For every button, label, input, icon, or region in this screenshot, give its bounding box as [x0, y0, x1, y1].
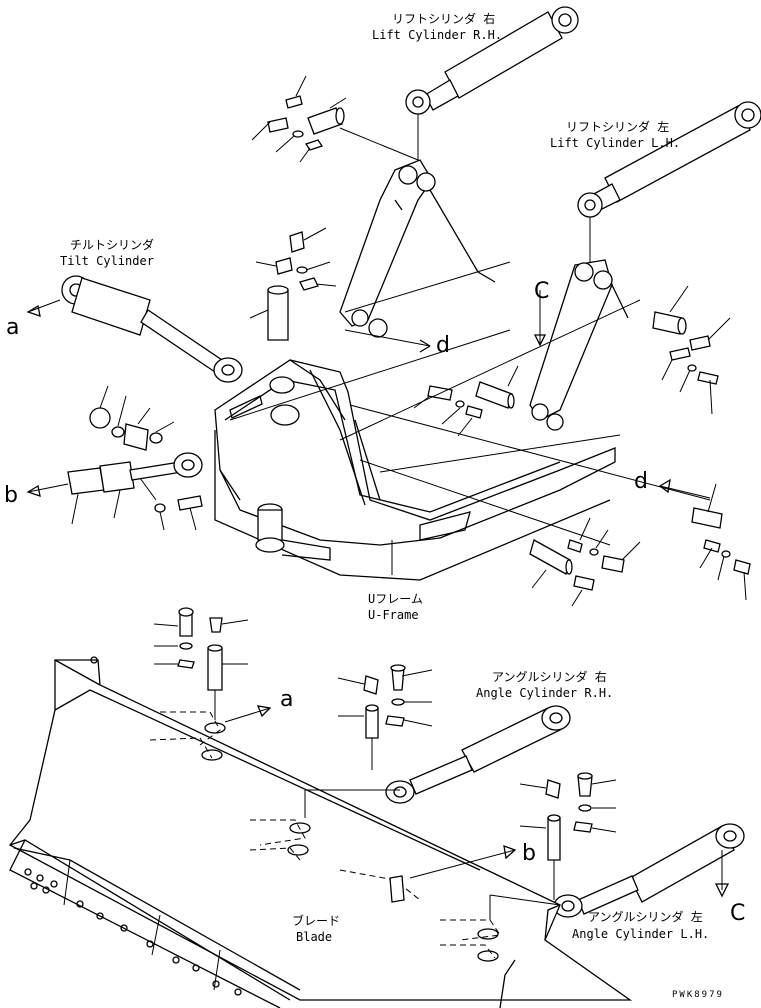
uframe-jp-label: Uフレーム: [368, 592, 423, 606]
lift-arm-lh: [529, 259, 629, 431]
lift-arm-rh: [339, 159, 496, 338]
ref-a-left: a: [6, 315, 20, 340]
uframe-mid-pins: [413, 365, 751, 607]
blade-en-label: Blade: [296, 930, 333, 944]
lift-cylinder-lh: [577, 101, 761, 270]
lift-rh-pin-parts: [251, 75, 419, 163]
blade-jp-label: ブレード: [292, 914, 341, 928]
lift-cylinder-rh-jp-label: リフトシリンダ 右: [392, 12, 496, 26]
u-frame: [214, 359, 616, 581]
tilt-cylinder-jp-label: チルトシリンダ: [70, 238, 155, 252]
angle-cylinder-lh-en-label: Angle Cylinder L.H.: [572, 927, 710, 941]
angle-cylinder-lh: [553, 823, 745, 918]
uframe-en-label: U-Frame: [368, 608, 419, 622]
lift-cylinder-lh-en-label: Lift Cylinder L.H.: [550, 136, 681, 150]
drawing-code: PWK8979: [672, 990, 724, 1000]
ref-d-mid: d: [436, 333, 450, 358]
angle-cylinder-lh-jp-label: アングルシリンダ 左: [588, 910, 703, 924]
ref-c-bottom: C: [730, 901, 746, 926]
ref-c-top: C: [534, 279, 550, 304]
lift-cylinder-rh: [405, 6, 579, 160]
blade: [9, 656, 633, 1008]
leader-lines: [26, 261, 711, 546]
uframe-top-pins: [249, 227, 337, 341]
tilt-pin-parts: [67, 385, 203, 531]
tilt-cylinder-en-label: Tilt Cylinder: [60, 254, 154, 268]
ref-a-blade: a: [280, 687, 294, 712]
blade-pin-parts: [153, 607, 617, 861]
lift-cylinder-rh-en-label: Lift Cylinder R.H.: [372, 28, 503, 42]
angle-cylinder-rh-en-label: Angle Cylinder R.H.: [476, 686, 614, 700]
angle-cylinder-rh: [385, 705, 571, 804]
tilt-cylinder: [61, 275, 243, 383]
angle-cylinder-rh-jp-label: アングルシリンダ 右: [492, 670, 607, 684]
ref-d-right: d: [634, 469, 648, 494]
ref-b-blade: b: [522, 841, 536, 866]
lift-cylinder-lh-jp-label: リフトシリンダ 左: [566, 120, 670, 134]
lift-lh-pin-parts: [652, 285, 731, 415]
ref-b-left: b: [4, 483, 18, 508]
